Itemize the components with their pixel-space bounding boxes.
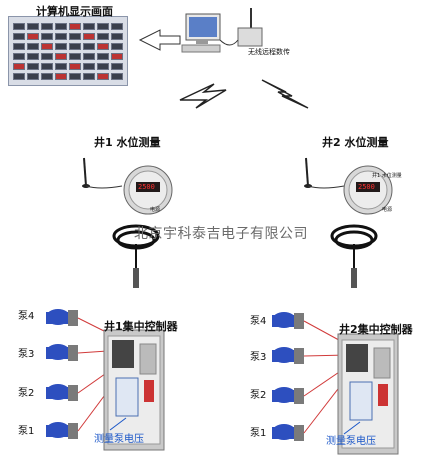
well1-sensor-icon [82,157,173,288]
well2-sensor-caption: 井1 水位测量 [372,173,402,179]
right-pump1-label: 泵1 [250,428,267,439]
right-pump3-label: 泵3 [250,352,267,363]
pump-icon [46,384,78,401]
well2-sensor-bottom-label: 电源 [382,207,393,213]
well1-label: 井1 水位测量 [94,136,161,149]
left-pump2-label: 泵2 [18,388,35,399]
well1-sensor-bottom-label: 电源 [150,207,161,213]
left-pump-group [46,309,123,439]
screen-title: 计算机显示画面 [36,5,113,18]
pump-icon [46,309,78,326]
signal-bolt-right-icon [261,79,309,109]
right-pump-group [272,312,349,441]
pump-icon [272,387,304,404]
right-measure-label: 测量泵电压 [326,436,376,447]
controller2-label: 井2集中控制器 [339,323,413,336]
controller1-label: 井1集中控制器 [104,320,178,333]
left-pump3-label: 泵3 [18,349,35,360]
left-pump1-label: 泵1 [18,426,35,437]
network-device-label: 无线远程数传 [248,48,290,56]
left-pump4-label: 泵4 [18,311,35,322]
left-measure-label: 测量泵电压 [94,434,144,445]
pump-icon [46,422,78,439]
pump-icon [272,424,304,441]
computer-display-screen [8,16,128,86]
arrow-left-icon [138,29,181,51]
pump-icon [46,344,78,361]
left-cabinet [103,329,165,451]
well2-sensor-readout: 2500 [358,183,375,191]
right-cabinet [337,333,399,455]
pump-icon [272,347,304,364]
well2-sensor-icon [304,157,393,288]
computer-icon [181,13,221,53]
company-watermark: 北京宇科泰吉电子有限公司 [134,226,308,242]
wireless-transmitter-icon [219,8,263,47]
display-grid [13,23,123,81]
right-pump4-label: 泵4 [250,316,267,327]
right-pump2-label: 泵2 [250,390,267,401]
signal-bolt-left-icon [179,83,227,109]
well2-label: 井2 水位测量 [322,136,389,149]
pump-icon [272,312,304,329]
well1-sensor-readout: 2500 [138,183,155,191]
